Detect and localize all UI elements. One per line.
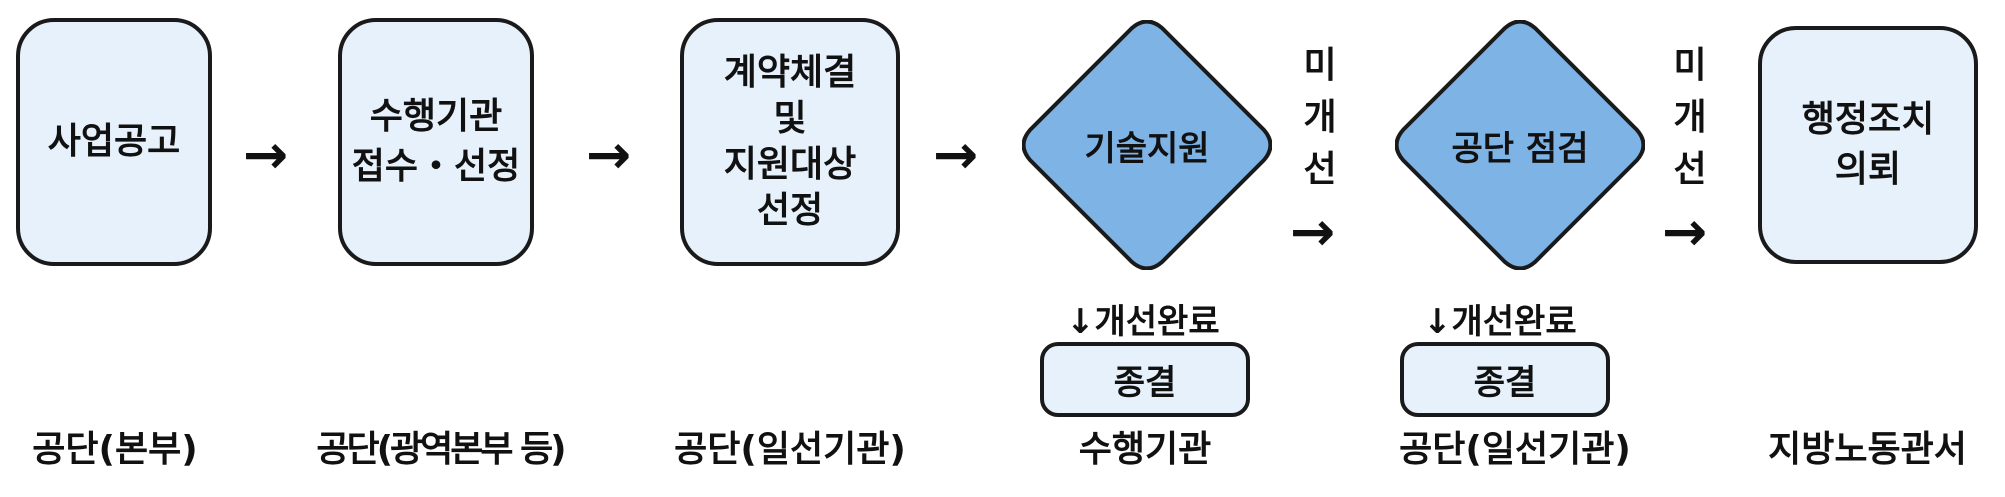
actor-caption-2: 공단(광역본부 등)	[316, 429, 566, 470]
not-improved-label-1: 미 개 선	[1290, 40, 1350, 196]
step-select-label-line1: 수행기관	[369, 96, 503, 137]
decision-diamond-shape	[1395, 20, 1645, 270]
completion-text: 개선완료	[1451, 302, 1577, 342]
arrow-right-4: →	[1290, 200, 1336, 263]
step-admin-label-line1: 행정조치	[1801, 99, 1935, 140]
step-contract-label-line3: 지원대상	[723, 144, 857, 185]
actor-caption-6: 지방노동관서	[1768, 429, 1967, 470]
not-improved-char: 선	[1673, 149, 1707, 190]
tech-support-decision: 기술지원	[1022, 20, 1272, 270]
arrow-right-2: →	[586, 123, 632, 186]
completion-label-1: ↓개선완료	[1066, 294, 1220, 343]
actor-caption-4: 수행기관	[1078, 429, 1212, 470]
completion-text: 개선완료	[1094, 302, 1220, 342]
end-box-1: 종결	[1040, 342, 1250, 417]
actor-caption-5: 공단(일선기관)	[1399, 429, 1631, 470]
step-contract-label-line1: 계약체결	[723, 52, 857, 93]
step-select-label-line2: 접수・선정	[351, 146, 521, 187]
arrow-right-5: →	[1662, 200, 1708, 263]
step-contract-label-line4: 선정	[756, 190, 824, 231]
not-improved-char: 미	[1673, 45, 1707, 86]
tech-support-label: 기술지원	[1084, 128, 1210, 169]
step-announce-box: 사업공고	[16, 18, 212, 266]
decision-diamond-shape	[1022, 20, 1272, 270]
not-improved-char: 개	[1673, 97, 1707, 138]
end-label: 종결	[1113, 363, 1177, 403]
not-improved-char: 개	[1303, 97, 1337, 138]
step-contract-label-line2: 및	[773, 98, 807, 139]
end-label: 종결	[1473, 363, 1537, 403]
down-arrow-icon: ↓	[1066, 302, 1095, 342]
inspection-decision: 공단 점검	[1395, 20, 1645, 270]
step-admin-action-box: 행정조치 의뢰	[1758, 26, 1978, 264]
not-improved-char: 미	[1303, 45, 1337, 86]
end-box-2: 종결	[1400, 342, 1610, 417]
not-improved-label-2: 미 개 선	[1660, 40, 1720, 196]
step-contract-box: 계약체결 및 지원대상 선정	[680, 18, 900, 266]
actor-caption-3: 공단(일선기관)	[674, 429, 906, 470]
step-select-box: 수행기관 접수・선정	[338, 18, 534, 266]
step-announce-label: 사업공고	[47, 121, 181, 162]
arrow-right-3: →	[933, 123, 979, 186]
actor-caption-1: 공단(본부)	[32, 429, 198, 470]
not-improved-char: 선	[1303, 149, 1337, 190]
step-admin-label-line2: 의뢰	[1834, 149, 1902, 190]
inspection-label: 공단 점검	[1451, 128, 1589, 169]
down-arrow-icon: ↓	[1423, 302, 1452, 342]
completion-label-2: ↓개선완료	[1423, 294, 1577, 343]
arrow-right-1: →	[243, 123, 289, 186]
